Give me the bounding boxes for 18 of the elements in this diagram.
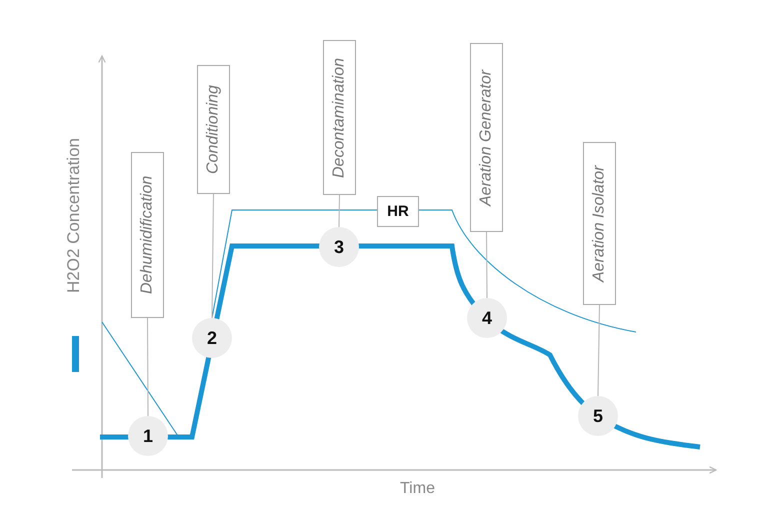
- curve-label: HR: [377, 196, 419, 227]
- step-number-circle: 4: [467, 298, 507, 338]
- step-number-circle: 5: [578, 396, 618, 436]
- phase-label: Dehumidification: [131, 152, 164, 318]
- legend-label: H2O2 Concentration: [64, 138, 84, 293]
- phase-label: Aeration Isolator: [583, 142, 616, 305]
- phase-label: Conditioning: [197, 65, 230, 194]
- leader-line: [486, 232, 488, 298]
- phase-label: Aeration Generator: [470, 43, 503, 232]
- step-number-circle: 2: [192, 318, 232, 358]
- leader-line: [147, 318, 148, 416]
- step-number-circle: 1: [128, 416, 168, 456]
- phase-label: Decontamination: [323, 40, 356, 195]
- axis-title: Time: [400, 480, 435, 498]
- step-number-circle: 3: [319, 227, 359, 267]
- leader-line: [338, 194, 340, 228]
- leader-line: [212, 194, 214, 318]
- leader-line: [598, 304, 600, 396]
